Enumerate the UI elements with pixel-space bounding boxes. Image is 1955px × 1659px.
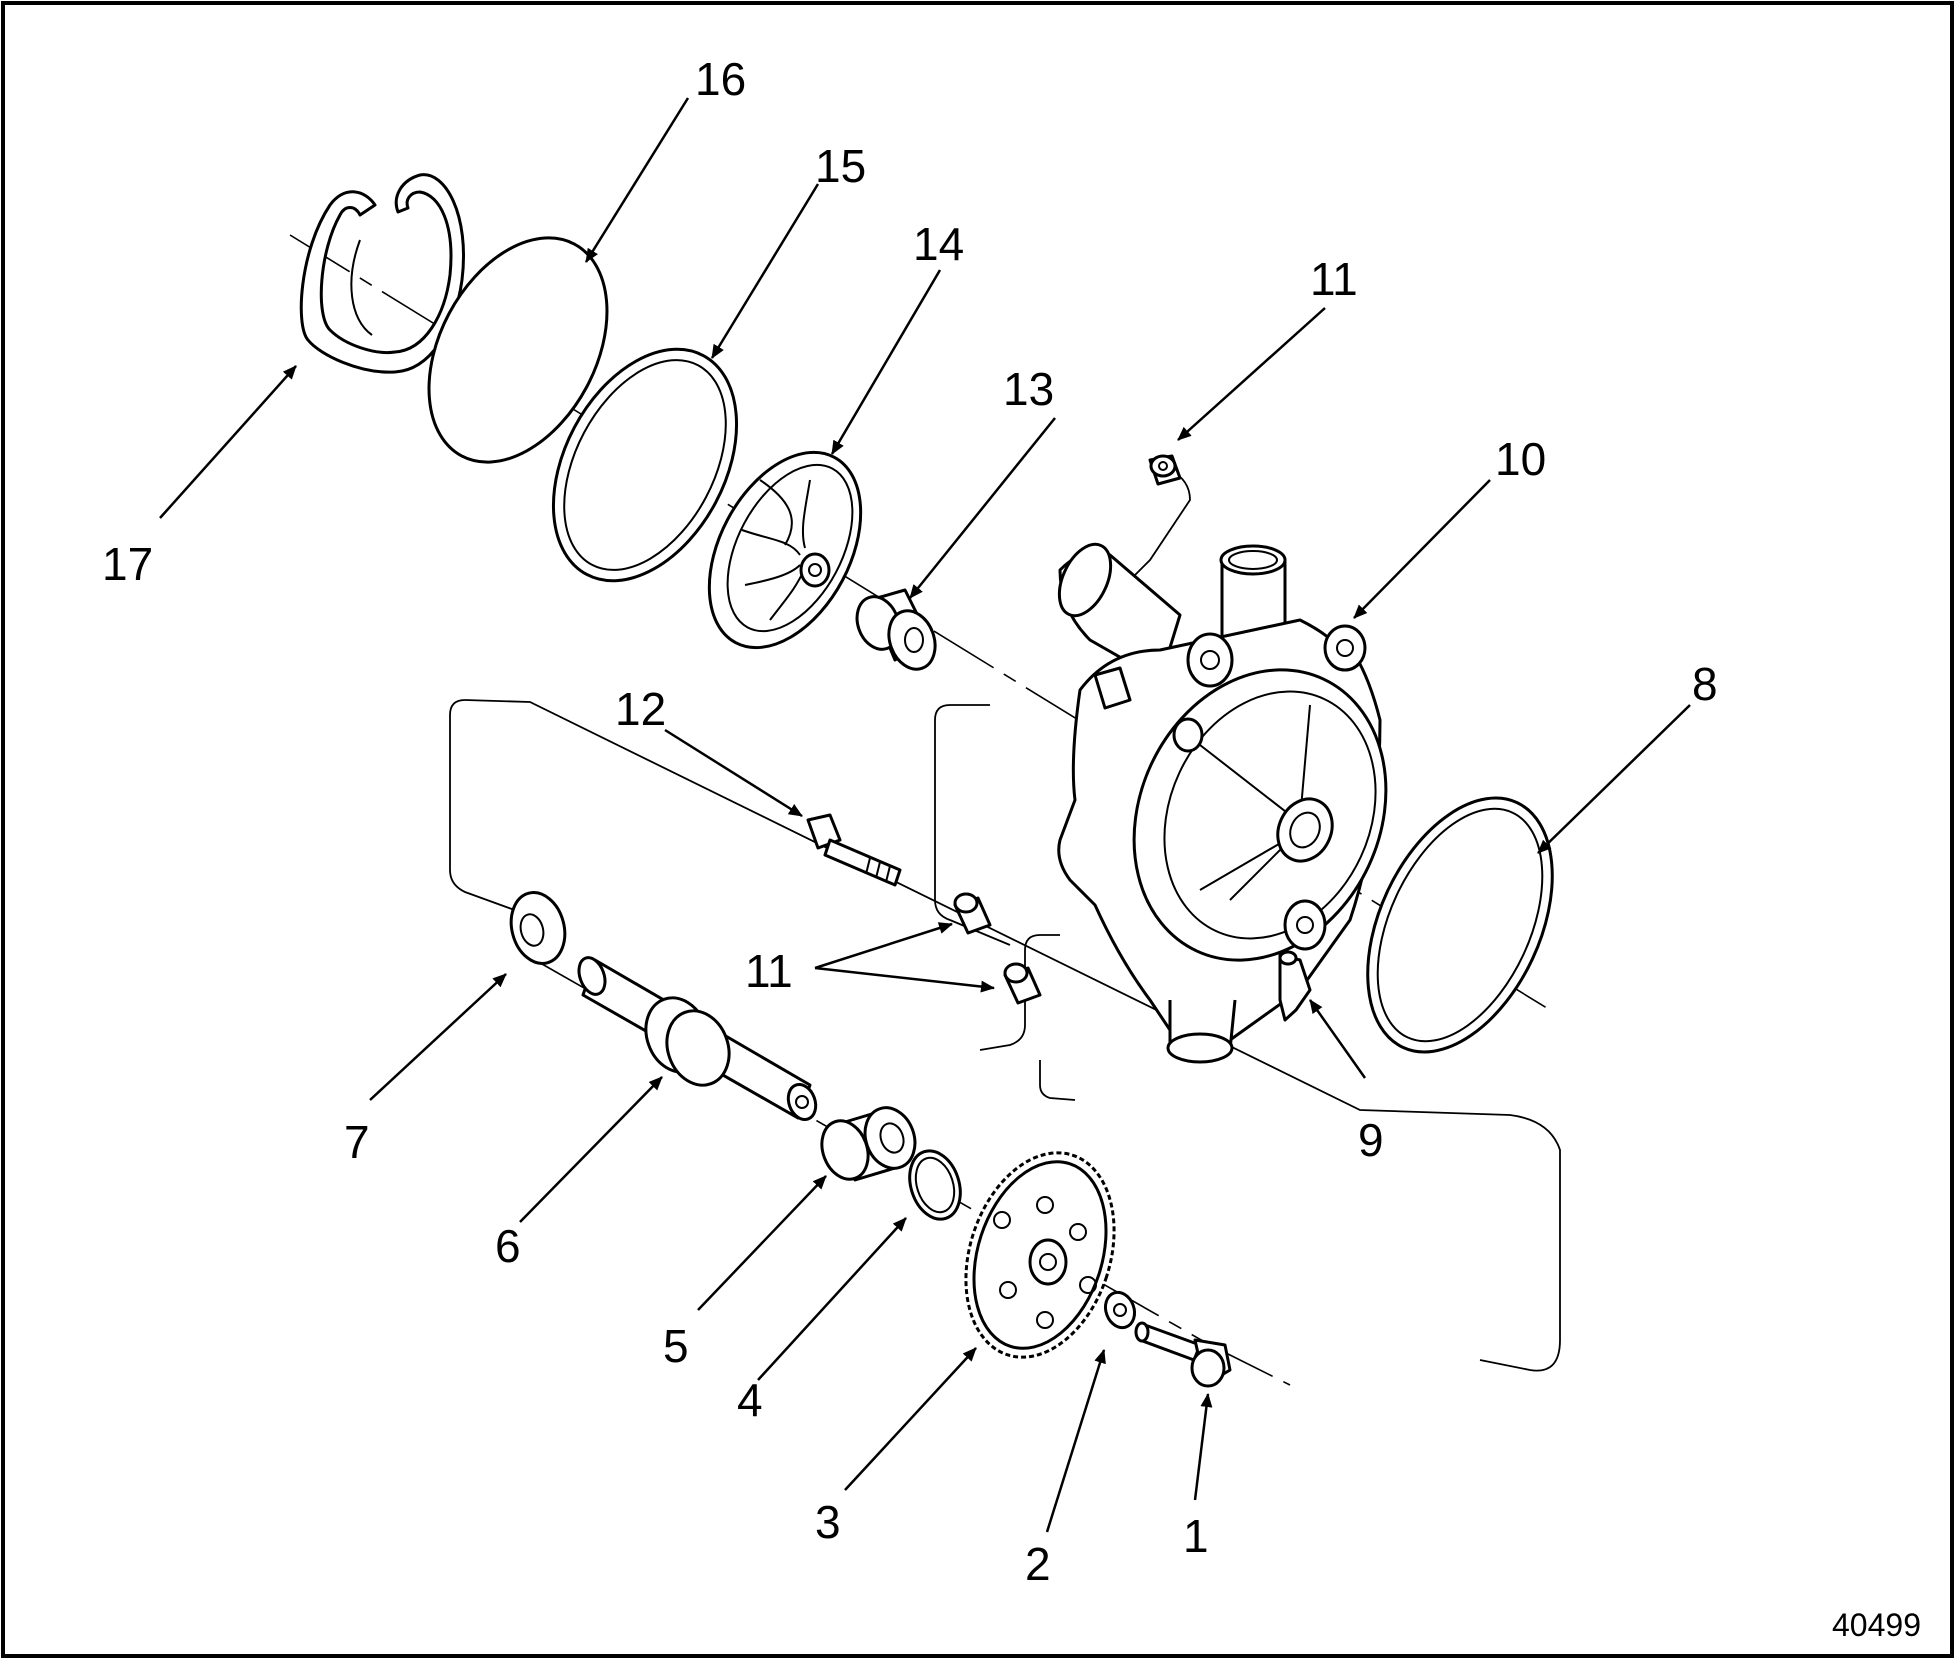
- leader-lines: [159, 97, 1691, 1533]
- part-14-impeller: [707, 450, 863, 650]
- callout-labels: 1 2 3 4 5 6 7 8 9 10 11 11 12 13 14 15 1…: [102, 53, 1921, 1643]
- callout-10: 10: [1495, 433, 1546, 485]
- callout-4: 4: [737, 1374, 763, 1426]
- part-11-plug-top: [1148, 454, 1182, 486]
- callout-11-top: 11: [1310, 253, 1358, 305]
- callout-7: 7: [344, 1116, 370, 1168]
- part-7-seal: [509, 891, 567, 965]
- part-12-bolt: [806, 813, 902, 887]
- part-10-pump-housing: [1057, 542, 1388, 1064]
- callout-11-pair: 11: [745, 945, 793, 997]
- callout-2: 2: [1025, 1538, 1051, 1590]
- callout-16: 16: [695, 53, 746, 105]
- part-15-o-ring: [551, 347, 739, 583]
- figure-number: 40499: [1832, 1607, 1921, 1643]
- callout-13: 13: [1003, 363, 1054, 415]
- callout-8: 8: [1692, 658, 1718, 710]
- part-1-bolt: [1134, 1321, 1232, 1388]
- part-17-retaining-ring: [299, 173, 465, 374]
- part-2-washer: [1103, 1290, 1137, 1330]
- part-4-snap-ring: [908, 1149, 962, 1221]
- callout-6: 6: [495, 1220, 521, 1272]
- callout-14: 14: [913, 218, 964, 270]
- callout-5: 5: [663, 1320, 689, 1372]
- callout-1: 1: [1183, 1510, 1209, 1562]
- callout-17: 17: [102, 538, 153, 590]
- callout-3: 3: [815, 1496, 841, 1548]
- part-8-o-ring: [1366, 796, 1554, 1054]
- part-16-seal-ring: [427, 236, 609, 464]
- part-11-plugs: [953, 892, 1042, 1005]
- routing-lines: [449, 469, 1561, 1372]
- part-5-sleeve: [820, 1106, 917, 1182]
- part-13-bushing: [855, 588, 937, 671]
- callout-15: 15: [815, 140, 866, 192]
- callout-9: 9: [1358, 1114, 1384, 1166]
- part-6-shaft: [577, 956, 818, 1121]
- part-3-gear: [964, 1151, 1116, 1359]
- callout-12: 12: [615, 683, 666, 735]
- part-9-drain-cock: [1278, 950, 1312, 1022]
